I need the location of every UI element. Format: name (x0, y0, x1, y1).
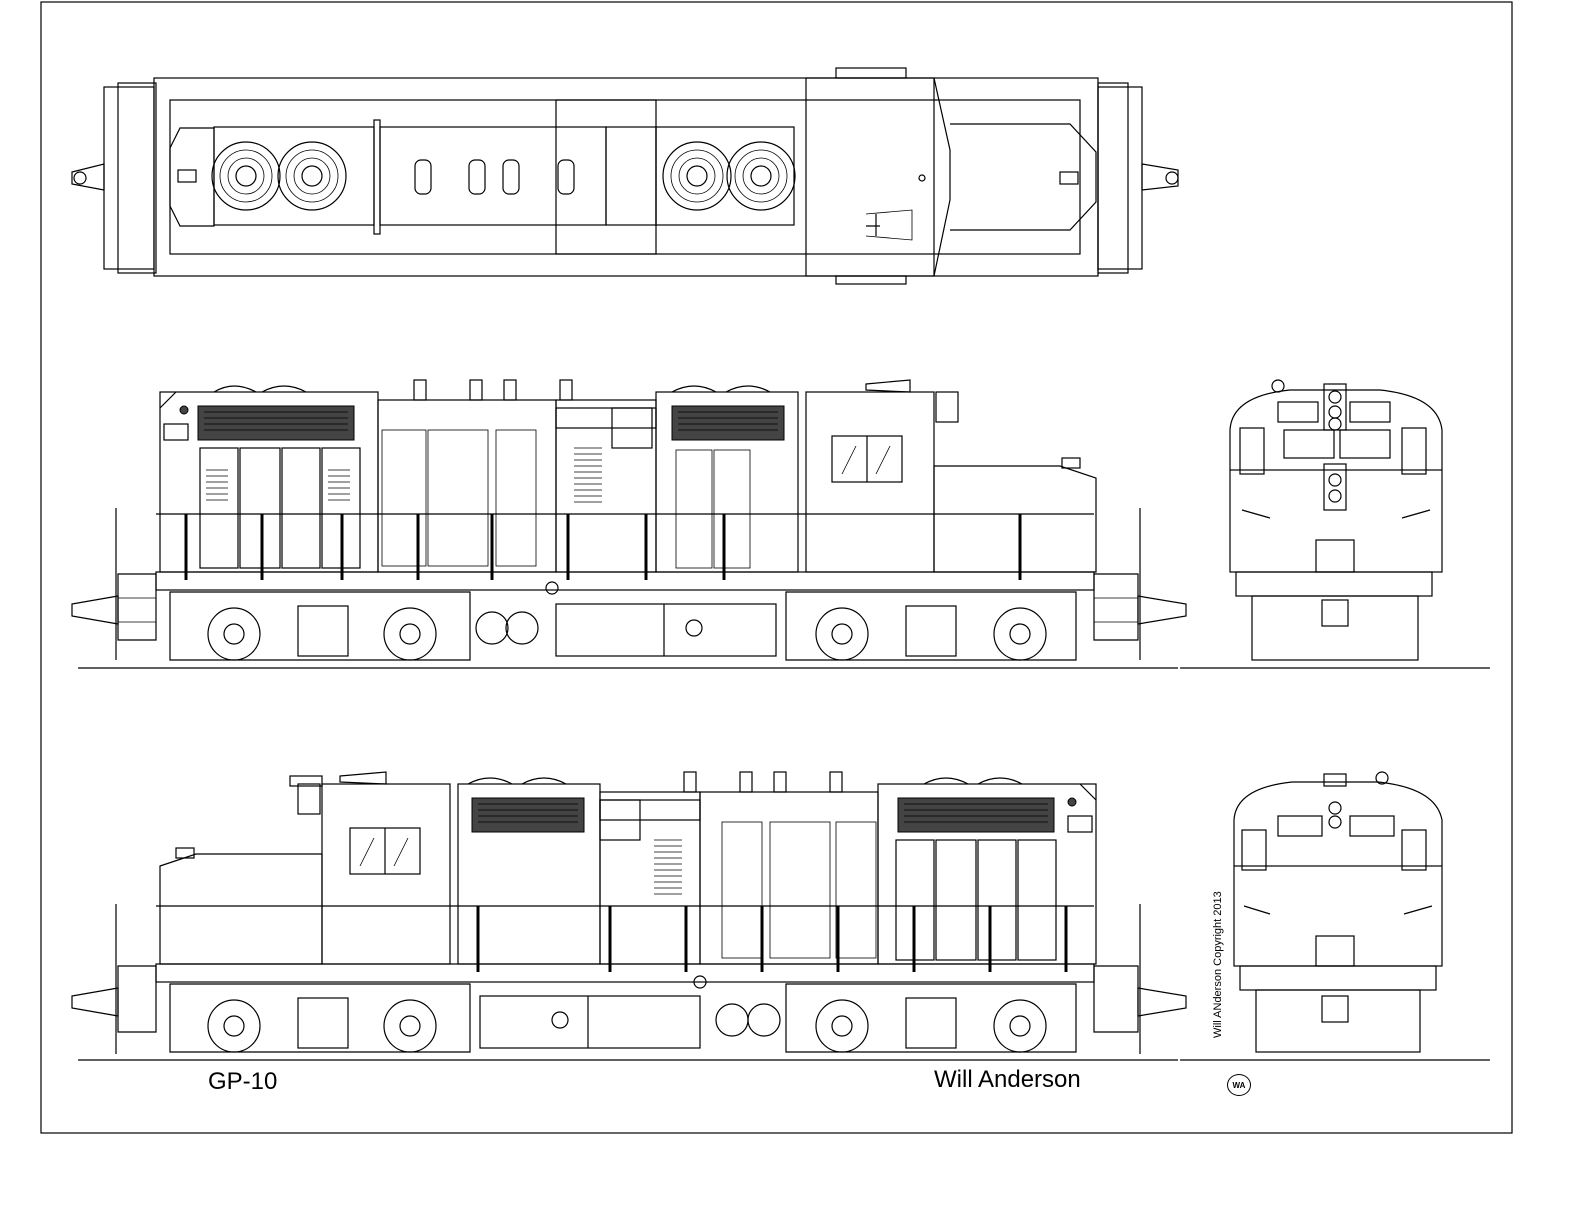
side-view-right (71, 771, 1187, 1061)
author-label: Will Anderson (934, 1066, 1081, 1093)
truck-front-2 (169, 983, 471, 1053)
top-view (71, 67, 1179, 285)
copyright-label: Will ANderson Copyright 2013 (1212, 891, 1224, 1038)
model-label: GP-10 (208, 1068, 278, 1095)
sheet-border (40, 1, 1513, 1134)
truck-rear-2 (785, 983, 1077, 1053)
author-logo: WA (1227, 1074, 1251, 1096)
radiator-fans-front (211, 141, 347, 211)
end-view-rear (1180, 771, 1490, 1061)
exhaust-stacks (414, 159, 575, 195)
end-view-front (1180, 379, 1490, 669)
truck-front (169, 591, 471, 661)
truck-rear (785, 591, 1077, 661)
side-view-left (71, 379, 1187, 669)
radiator-fans-rear (662, 141, 796, 211)
